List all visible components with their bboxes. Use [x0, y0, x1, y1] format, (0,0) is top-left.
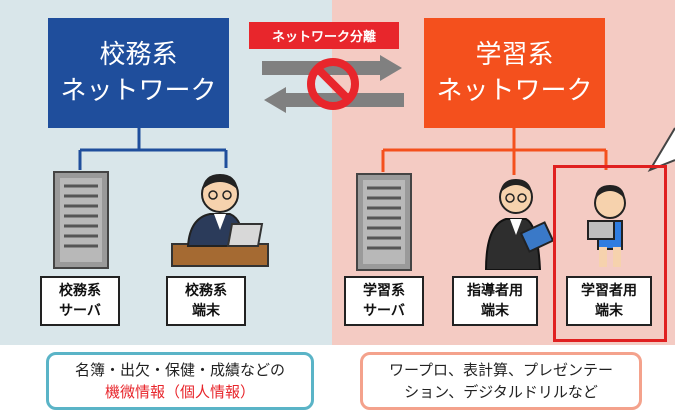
learning-apps-box: ワープロ、表計算、プレゼンテー ション、デジタルドリルなど [360, 352, 642, 410]
node-label-line1: 校務系 [185, 283, 227, 299]
student-terminal-highlight [553, 165, 667, 342]
school-affairs-terminal-label: 校務系 端末 [166, 276, 246, 326]
school-affairs-network-line2: ネットワーク [60, 76, 217, 106]
node-label-line2: サーバ [59, 303, 101, 319]
connection-lines [78, 128, 608, 175]
school-affairs-network-line1: 校務系 [99, 40, 178, 70]
learning-apps-line2: ション、デジタルドリルなど [404, 383, 598, 401]
learning-network-box: 学習系 ネットワーク [424, 18, 605, 128]
server-icon [53, 171, 109, 269]
node-label-line1: 学習者用 [581, 283, 637, 299]
learning-network-line1: 学習系 [475, 40, 554, 70]
teacher-terminal-label: 指導者用 端末 [452, 276, 538, 326]
sensitive-info-line1: 名簿・出欠・保健・成績などの [74, 361, 285, 379]
server-icon [356, 173, 412, 271]
node-label-line1: 学習系 [363, 283, 405, 299]
school-affairs-server-label: 校務系 サーバ [40, 276, 120, 326]
separation-arrows [262, 55, 404, 113]
node-label-line1: 指導者用 [467, 283, 523, 299]
network-separation-badge: ネットワーク分離 [249, 22, 399, 49]
learning-apps-line1: ワープロ、表計算、プレゼンテー [388, 361, 614, 379]
school-affairs-network-box: 校務系 ネットワーク [48, 18, 229, 128]
prohibited-icon [307, 58, 359, 110]
learning-network-line2: ネットワーク [436, 76, 593, 106]
teacher-laptop-icon [171, 174, 269, 267]
sensitive-info-box: 名簿・出欠・保健・成績などの 機微情報（個人情報） [46, 352, 314, 410]
node-label-line2: サーバ [363, 303, 405, 319]
node-label-line2: 端末 [481, 303, 509, 319]
student-tablet-icon [587, 185, 626, 267]
node-label-line2: 端末 [192, 303, 220, 319]
student-terminal-label: 学習者用 端末 [566, 276, 652, 326]
node-label-line2: 端末 [595, 303, 623, 319]
node-label-line1: 校務系 [59, 283, 101, 299]
sensitive-info-line2: 機微情報（個人情報） [104, 383, 255, 401]
teacher-tablet-icon [484, 179, 555, 270]
speech-bubble-icon [647, 127, 675, 173]
learning-server-label: 学習系 サーバ [344, 276, 424, 326]
